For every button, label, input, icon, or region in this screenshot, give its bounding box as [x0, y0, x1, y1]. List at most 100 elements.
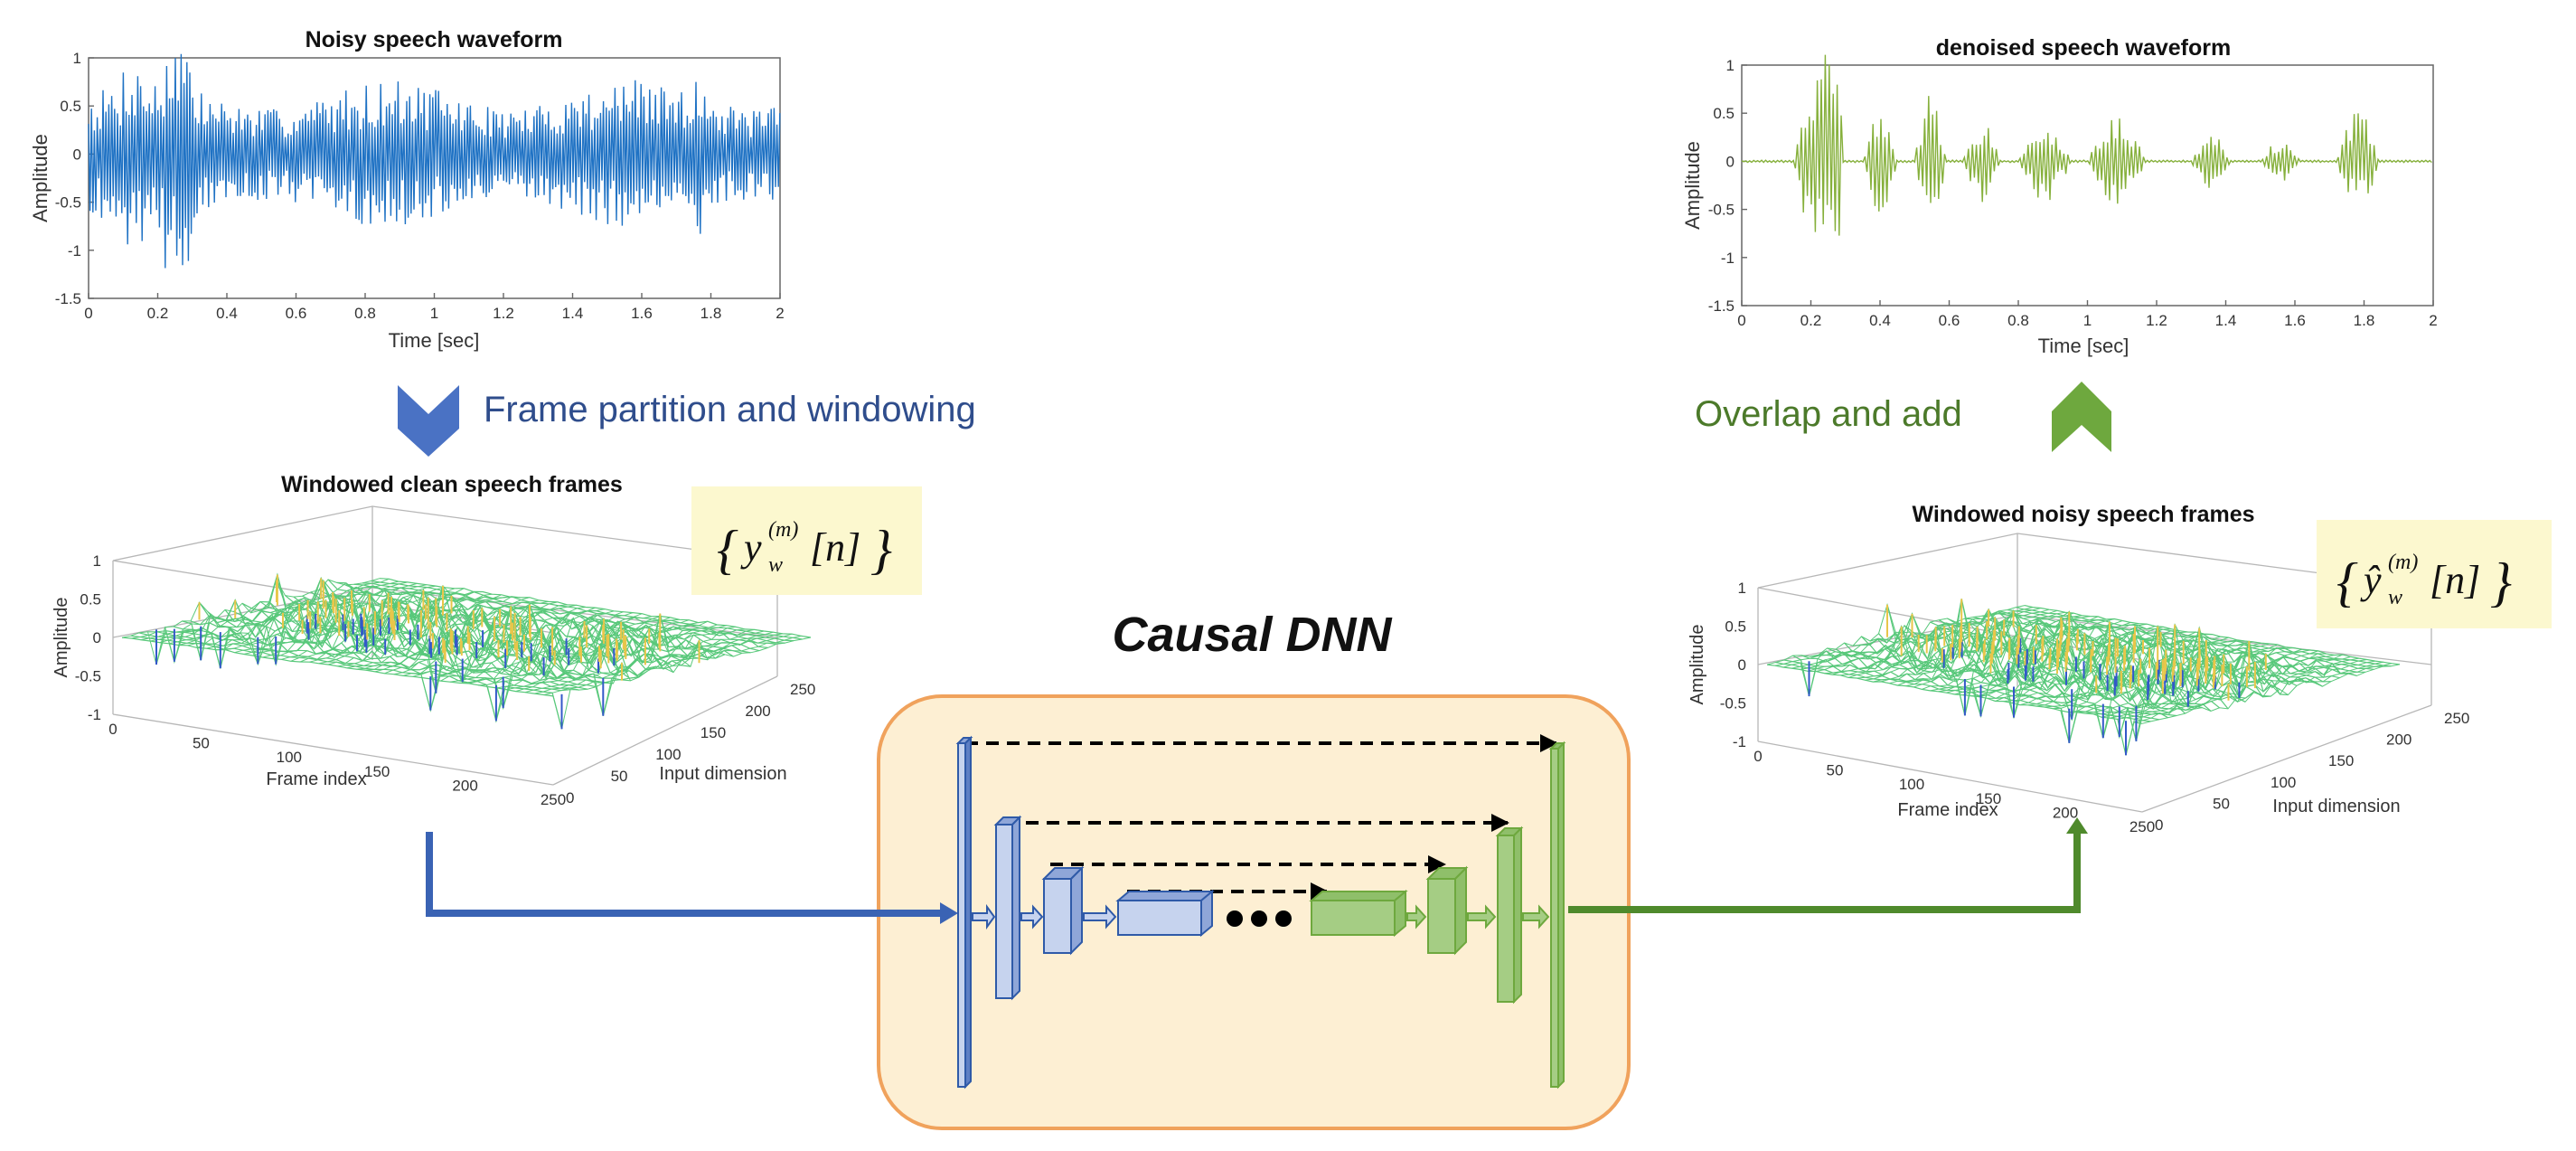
input-tick-label: 0: [566, 789, 574, 807]
input-tick-label: 50: [2213, 795, 2230, 812]
denoised-plot-frame: [1741, 64, 2434, 307]
x-tick-label: 0.6: [1939, 312, 1960, 329]
right-surface-ylabel: Amplitude: [1688, 625, 1707, 705]
right-formula-brace-open: {: [2336, 552, 2358, 612]
right-formula: { ŷ (m) w [n] }: [2317, 520, 2552, 628]
noisy-plot-xlabel: Time [sec]: [389, 329, 480, 352]
y-tick-label: -0.5: [1708, 202, 1735, 219]
input-flow-arrowhead-icon: [940, 902, 958, 924]
denoised-y-ticks: 10.50-0.5-1-1.5: [1708, 57, 1747, 315]
frame-tick-label: 50: [193, 735, 210, 752]
mesh-line: [187, 587, 446, 646]
frame-tick-label: 0: [1753, 748, 1762, 765]
denoised-plot-xlabel: Time [sec]: [2038, 335, 2129, 357]
noisy-y-ticks: 10.50-0.5-1-1.5: [55, 50, 94, 307]
z-tick-label: 1: [93, 552, 101, 570]
y-tick-label: 0.5: [60, 98, 81, 115]
z-tick-label: -1: [1733, 733, 1746, 750]
mesh-line: [524, 633, 783, 693]
mesh-line: [2141, 664, 2401, 724]
x-tick-label: 2: [776, 305, 784, 322]
decoder-layer-2: [1425, 865, 1469, 956]
input-tick-label: 200: [745, 703, 770, 720]
input-tick-label: 250: [2444, 710, 2469, 727]
connector-arrow-icon: [972, 903, 996, 930]
frame-tick-label: 200: [452, 777, 477, 794]
mesh-line: [534, 633, 793, 716]
y-tick-label: 1: [73, 50, 81, 67]
x-tick-label: 0.2: [1800, 312, 1822, 329]
left-surface-xlabel: Frame index: [266, 769, 366, 789]
mesh-line: [459, 624, 718, 684]
x-tick-label: 1: [430, 305, 438, 322]
mesh-line: [543, 635, 802, 695]
x-tick-label: 2: [2429, 312, 2437, 329]
z-tick-label: 0: [1738, 656, 1746, 674]
right-formula-box: [2317, 520, 2552, 628]
x-tick-label: 1.2: [2146, 312, 2167, 329]
right-formula-base: ŷ: [2360, 558, 2382, 602]
input-tick-label: 100: [655, 746, 681, 763]
connector-arrow-icon: [1083, 904, 1117, 929]
x-tick-label: 1.8: [2354, 312, 2375, 329]
right-surface-mesh: [1766, 599, 2401, 756]
encoder-layer-2: [993, 815, 1022, 1001]
right-surface-xlabel: Frame index: [1897, 800, 1998, 820]
x-tick-label: 0.8: [354, 305, 376, 322]
frame-tick-label: 200: [2053, 804, 2078, 821]
x-tick-label: 0.4: [1869, 312, 1891, 329]
frame-tick-label: 150: [364, 763, 390, 780]
right-formula-sup: (m): [2388, 551, 2418, 574]
x-tick-label: 1.6: [2284, 312, 2306, 329]
left-surface-z-ticks: 10.50-0.5-1: [75, 552, 101, 723]
connector-arrow-icon: [1020, 904, 1044, 929]
left-surface-mesh: [121, 572, 812, 730]
frame-tick-label: 50: [1827, 762, 1844, 779]
encoder-layer-1: [955, 735, 973, 1090]
x-tick-label: 1.2: [493, 305, 514, 322]
y-tick-label: -1.5: [1708, 297, 1735, 315]
output-flow-arrow: [1568, 834, 2081, 913]
mesh-line: [1774, 607, 2034, 666]
left-formula-base: y: [740, 525, 762, 570]
z-tick-label: 0.5: [80, 591, 101, 609]
output-flow-arrowhead-icon: [2066, 817, 2088, 834]
z-tick-label: 0: [93, 629, 101, 646]
x-tick-label: 1.8: [700, 305, 722, 322]
frame-partition-label: Frame partition and windowing: [484, 390, 976, 429]
input-tick-label: 100: [2270, 774, 2296, 791]
frame-tick-label: 0: [108, 721, 117, 738]
input-tick-label: 150: [2328, 752, 2354, 769]
decoder-layer-1: [1309, 889, 1408, 938]
mesh-line: [468, 625, 727, 711]
x-tick-label: 0: [1737, 312, 1745, 329]
noisy-plot-ylabel: Amplitude: [29, 134, 52, 222]
frame-tick-label: 250: [2129, 818, 2155, 835]
input-tick-label: 50: [611, 768, 628, 785]
left-formula-arg: [n]: [810, 525, 860, 570]
y-tick-label: 0: [73, 146, 81, 163]
left-formula-brace-open: {: [717, 520, 738, 580]
noisy-waveform-trace: [88, 53, 781, 269]
encoder-layers: [955, 735, 1215, 1090]
x-tick-label: 0.2: [147, 305, 169, 322]
right-formula-brace-close: }: [2490, 552, 2512, 612]
mesh-line: [1791, 609, 2050, 669]
z-tick-label: -0.5: [1720, 695, 1746, 712]
denoised-waveform-trace: [1741, 54, 2432, 236]
x-tick-label: 0.4: [216, 305, 238, 322]
frame-tick-label: 100: [277, 749, 302, 766]
input-tick-label: 0: [2155, 816, 2163, 834]
decoder-layers: [1309, 741, 1566, 1090]
mesh-line: [2133, 663, 2393, 723]
right-formula-arg: [n]: [2430, 558, 2480, 602]
right-formula-sub: w: [2388, 586, 2402, 609]
left-formula-sup: (m): [768, 518, 798, 542]
denoised-plot-title: denoised speech waveform: [1936, 35, 2232, 61]
z-tick-label: -0.5: [75, 668, 101, 685]
